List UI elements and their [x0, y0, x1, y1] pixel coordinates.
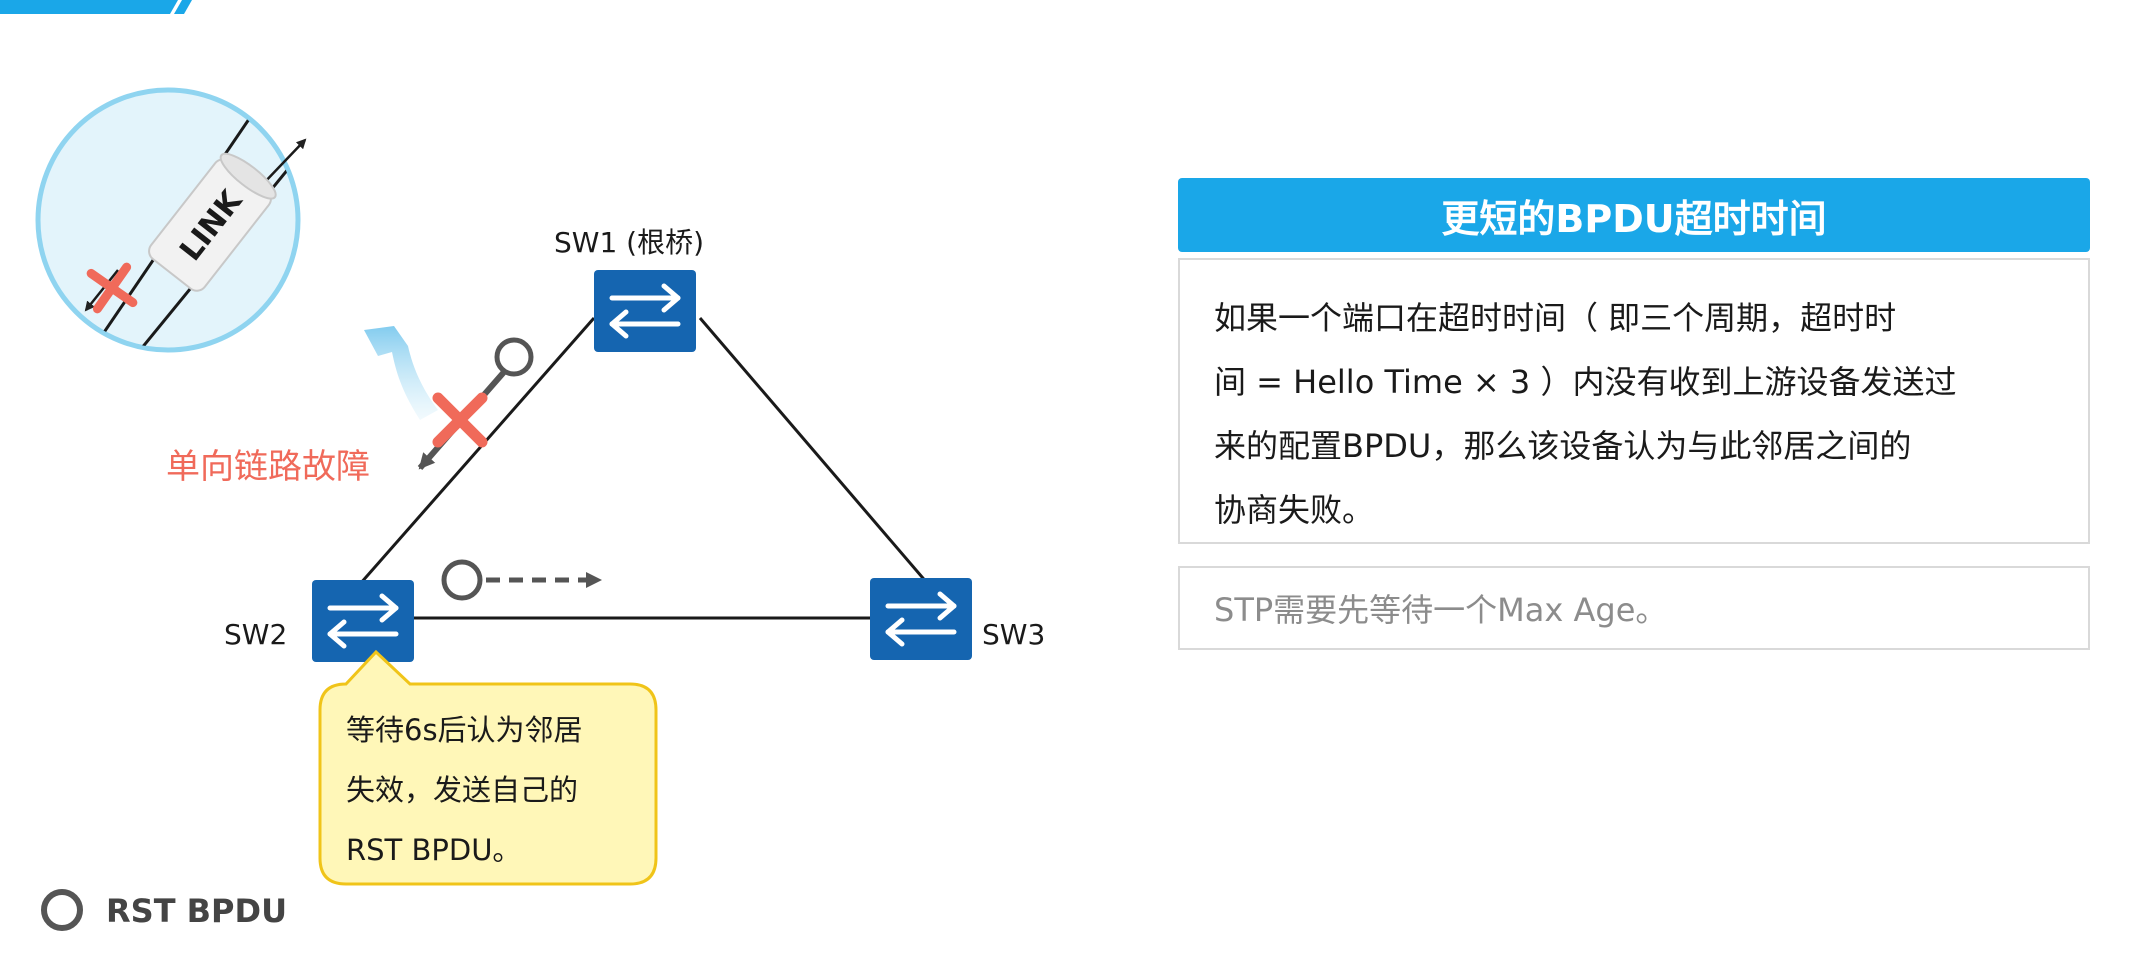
failed-bpdu: [417, 337, 534, 470]
switch-sw1: [594, 270, 696, 352]
callout-line: 等待6s后认为邻居: [346, 713, 583, 747]
callout-line: RST BPDU。: [346, 833, 521, 867]
panel-title-text: 更短的BPDU超时时间: [1441, 196, 1827, 241]
fault-x-icon: [432, 392, 488, 448]
link-cable-icon: LINK: [148, 152, 277, 292]
switch-icon: [594, 270, 696, 352]
sw3-label: SW3: [982, 618, 1045, 651]
switch-sw2: [312, 580, 414, 662]
legend-label: RST BPDU: [106, 892, 287, 930]
downstream-arrow-icon: [84, 269, 119, 312]
panel-note: STP需要先等待一个Max Age。: [1178, 566, 2090, 650]
switch-icon: [870, 578, 972, 660]
callout-line: 失效，发送自己的: [346, 773, 578, 807]
fault-label: 单向链路故障: [166, 447, 370, 487]
sw2-callout: 等待6s后认为邻居 失效，发送自己的 RST BPDU。: [318, 649, 658, 886]
legend: RST BPDU: [41, 889, 287, 931]
bpdu-circle-icon: [494, 337, 534, 377]
panel-title: 更短的BPDU超时时间: [1178, 178, 2090, 252]
switch-icon: [312, 580, 414, 662]
link-sw1-sw2: [358, 317, 596, 585]
rst-bpdu-send: [441, 559, 602, 601]
upstream-arrow-icon: [261, 138, 307, 186]
bpdu-circle-icon: [441, 559, 483, 601]
panel-body-line: 协商失败。: [1214, 491, 1375, 529]
sw1-label: SW1 (根桥): [554, 226, 704, 259]
panel-note-text: STP需要先等待一个Max Age。: [1214, 591, 1668, 629]
switch-sw3: [870, 578, 972, 660]
zoom-arrow: [364, 326, 438, 420]
header-decoration: [0, 0, 192, 14]
topology-links: [358, 317, 930, 620]
panel-body-line: 如果一个端口在超时时间（ 即三个周期，超时时: [1214, 299, 1897, 337]
panel-body-line: 来的配置BPDU，那么该设备认为与此邻居之间的: [1214, 427, 1912, 465]
link-magnifier: LINK: [35, 87, 307, 353]
fault-x-icon: [86, 262, 138, 314]
panel-body-line: 间 = Hello Time × 3 ）内没有收到上游设备发送过: [1214, 363, 1957, 401]
panel-body: 如果一个端口在超时时间（ 即三个周期，超时时 间 = Hello Time × …: [1178, 258, 2090, 544]
bpdu-circle-icon: [41, 889, 83, 931]
link-sw1-sw3: [698, 317, 930, 585]
sw2-label: SW2: [224, 618, 287, 651]
